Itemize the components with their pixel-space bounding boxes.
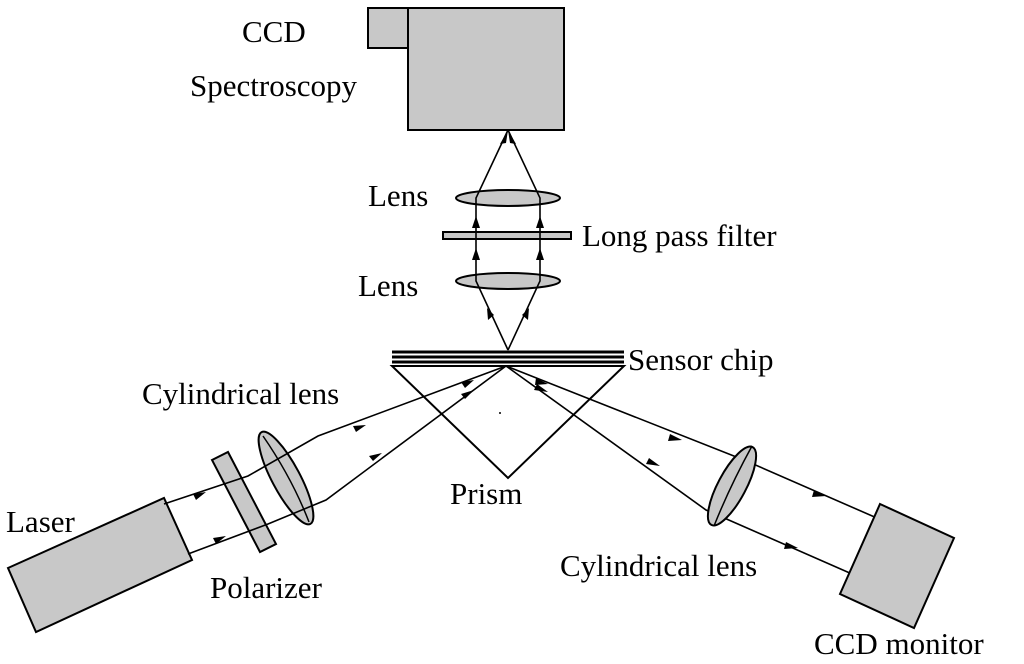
label-spectroscopy: Spectroscopy xyxy=(190,68,358,103)
label-ccd-monitor: CCD monitor xyxy=(814,626,984,661)
label-cylindrical-lens-left: Cylindrical lens xyxy=(142,376,339,411)
label-ccd: CCD xyxy=(242,14,306,49)
label-long-pass-filter: Long pass filter xyxy=(582,218,777,253)
spectroscopy-box xyxy=(407,7,565,131)
ccd-monitor xyxy=(838,502,956,630)
label-lens-top: Lens xyxy=(368,178,428,213)
label-cylindrical-lens-right: Cylindrical lens xyxy=(560,548,757,583)
label-prism: Prism xyxy=(450,476,522,511)
reflected-rays xyxy=(505,365,887,575)
label-polarizer: Polarizer xyxy=(210,570,323,605)
lens-upper xyxy=(455,189,561,207)
ccd-port xyxy=(367,7,409,49)
detection-rays xyxy=(472,129,544,351)
prism xyxy=(389,365,627,480)
label-sensor-chip: Sensor chip xyxy=(628,342,774,377)
lens-lower xyxy=(455,272,561,290)
cylindrical-lens-left xyxy=(257,430,315,526)
incident-rays xyxy=(163,365,507,555)
ccd-spectroscopy xyxy=(367,7,565,131)
long-pass-filter xyxy=(442,231,572,240)
label-laser: Laser xyxy=(6,504,76,539)
prism-dot xyxy=(499,412,501,414)
label-lens-bottom: Lens xyxy=(358,268,418,303)
cylindrical-lens-right xyxy=(706,445,758,527)
laser xyxy=(6,496,194,634)
sensor-chip xyxy=(392,350,624,367)
